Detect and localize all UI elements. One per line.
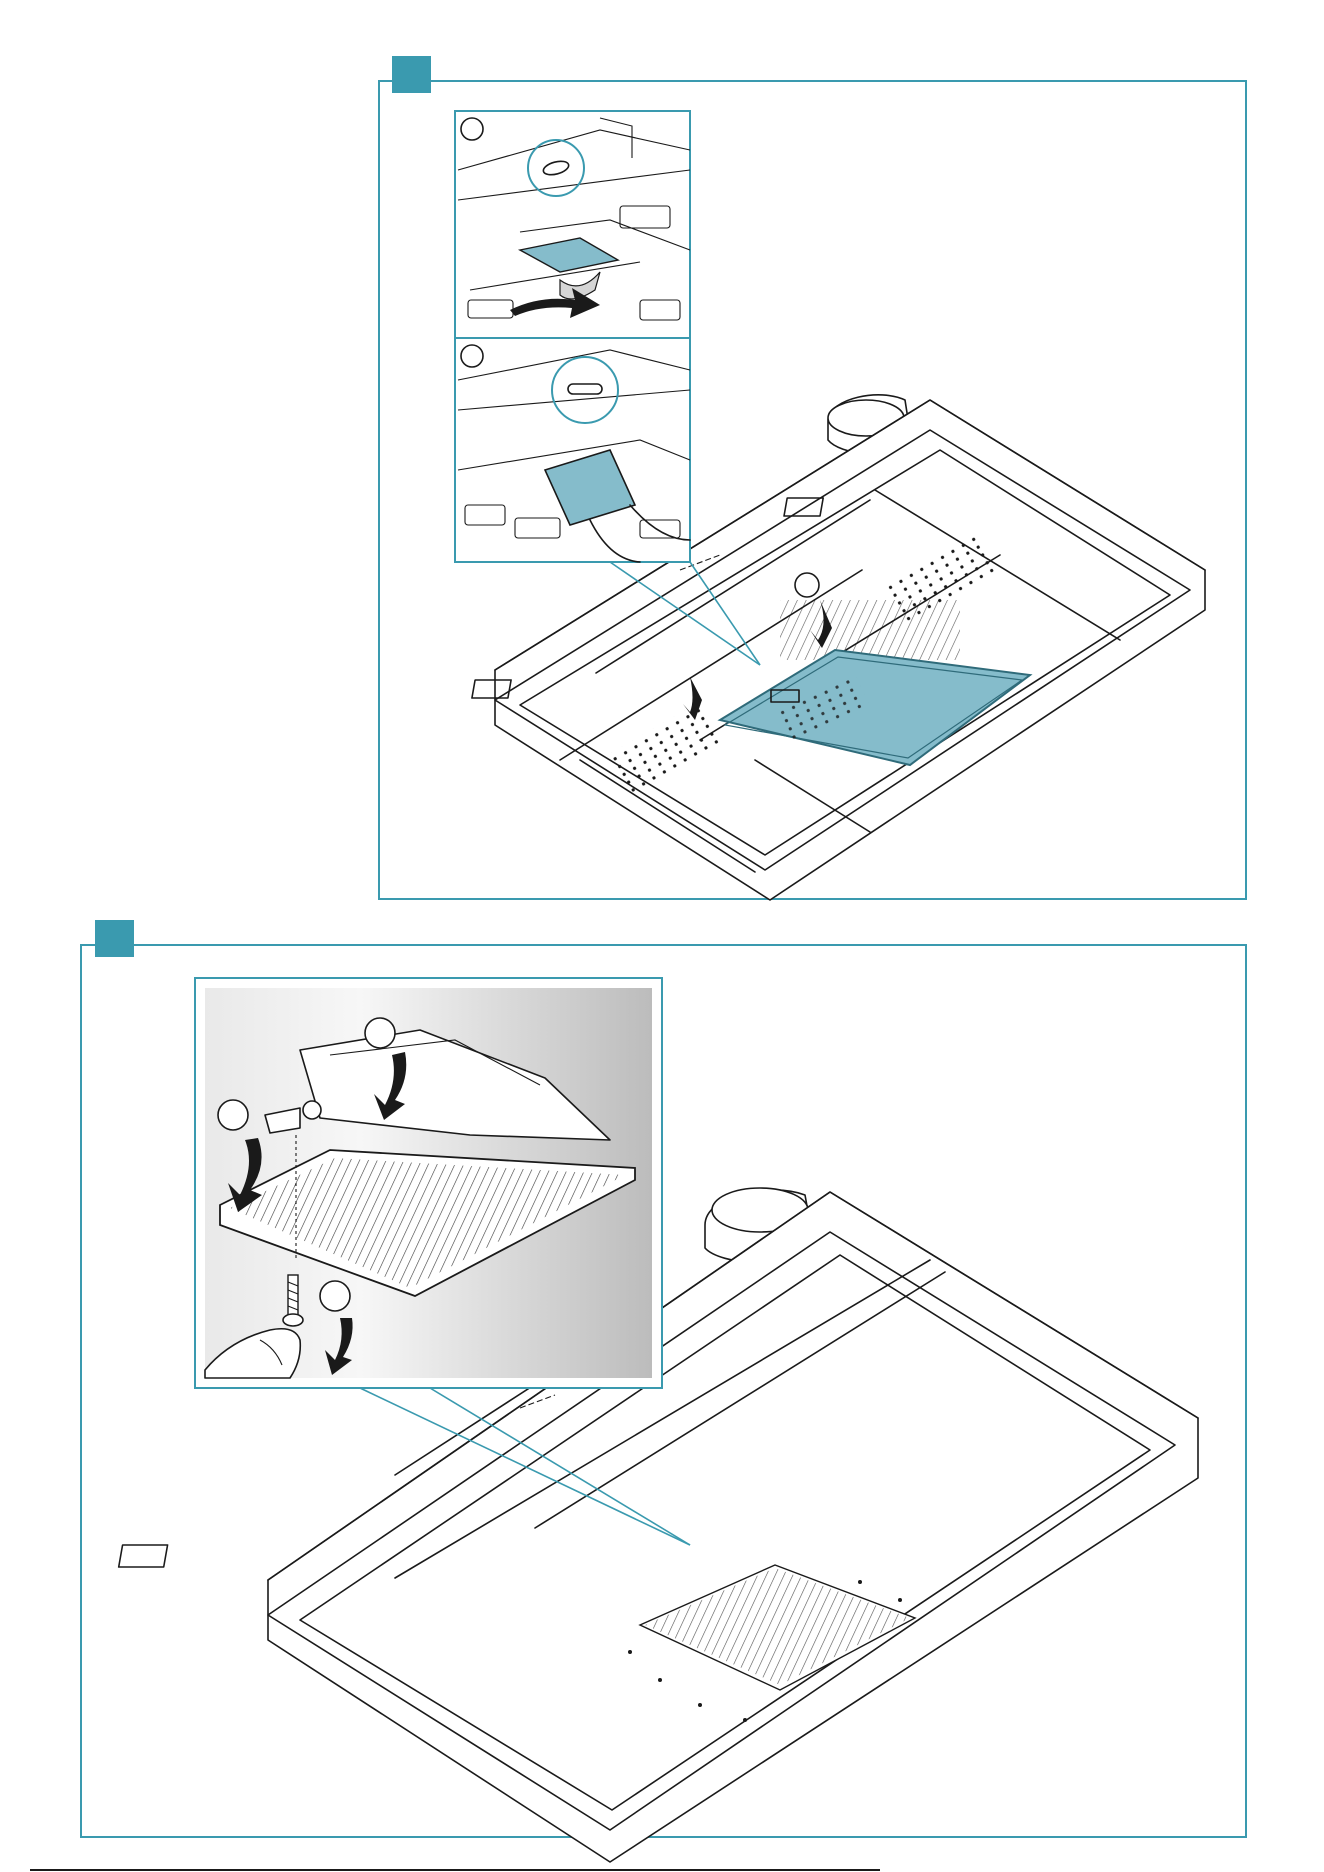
step-2-badge-icon [461,345,483,367]
square-tab-icon [95,920,134,957]
step-3-badge-icon [320,1281,350,1311]
square-tab-icon [392,56,431,93]
inset-top [455,111,690,562]
step-3-badge-icon [795,573,819,597]
step-1-badge-icon [218,1100,248,1130]
inset-bottom [195,978,662,1388]
figure-top [379,56,1246,900]
step-1-badge-icon [461,118,483,140]
figure-bottom [81,920,1246,1862]
step-2-badge-icon [365,1018,395,1048]
